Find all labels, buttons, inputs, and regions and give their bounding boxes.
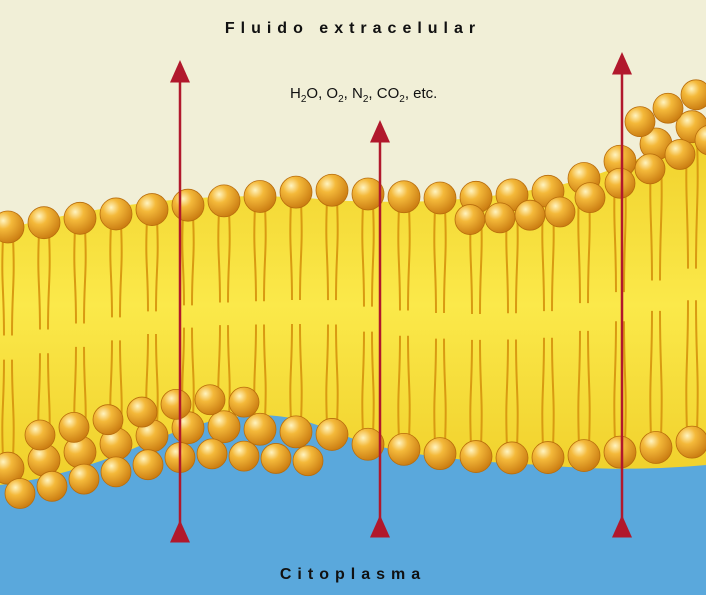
lipid-head	[681, 80, 706, 110]
lipid-head	[64, 202, 96, 234]
lipid-head	[127, 397, 157, 427]
lipid-head	[37, 471, 67, 501]
lipid-head	[676, 426, 706, 458]
molecule-h2o: H2O,	[290, 85, 326, 102]
lipid-head	[280, 176, 312, 208]
lipid-head	[635, 154, 665, 184]
lipid-head	[136, 194, 168, 226]
lipid-head	[604, 436, 636, 468]
lipid-head	[640, 431, 672, 463]
lipid-head	[653, 93, 683, 123]
lipid-head	[101, 457, 131, 487]
molecules-label: H2O, O2, N2, CO2, etc.	[290, 85, 437, 105]
lipid-head	[532, 442, 564, 474]
lipid-head	[293, 446, 323, 476]
lipid-head	[455, 205, 485, 235]
lipid-head	[316, 174, 348, 206]
lipid-head	[161, 389, 191, 419]
lipid-head	[460, 441, 492, 473]
lipid-head	[229, 441, 259, 471]
lipid-head	[59, 412, 89, 442]
lipid-head	[208, 185, 240, 217]
lipid-head	[197, 439, 227, 469]
lipid-head	[244, 413, 276, 445]
lipid-head	[388, 433, 420, 465]
lipid-head	[208, 411, 240, 443]
molecule-co2: CO2, etc.	[377, 85, 438, 102]
lipid-head	[485, 203, 515, 233]
lipid-head	[665, 139, 695, 169]
lipid-head	[424, 438, 456, 470]
lipid-head	[605, 168, 635, 198]
lipid-head	[172, 189, 204, 221]
lipid-head	[515, 200, 545, 230]
lipid-head	[69, 464, 99, 494]
lipid-head	[5, 479, 35, 509]
lipid-head	[625, 107, 655, 137]
lipid-head	[316, 418, 348, 450]
cytoplasm-label: Citoplasma	[0, 566, 706, 584]
lipid-head	[545, 197, 575, 227]
molecule-o2: O2,	[326, 85, 352, 102]
lipid-head	[133, 450, 163, 480]
lipid-head	[195, 385, 225, 415]
lipid-head	[93, 405, 123, 435]
lipid-head	[28, 207, 60, 239]
lipid-head	[280, 416, 312, 448]
lipid-head	[496, 442, 528, 474]
extracellular-label: Fluido extracelular	[0, 20, 706, 38]
lipid-head	[575, 183, 605, 213]
lipid-head	[424, 182, 456, 214]
lipid-head	[100, 198, 132, 230]
lipid-head	[568, 440, 600, 472]
lipid-head	[25, 420, 55, 450]
lipid-head	[261, 443, 291, 473]
lipid-head	[229, 387, 259, 417]
lipid-head	[244, 180, 276, 212]
molecule-n2: N2,	[352, 85, 377, 102]
lipid-head	[388, 181, 420, 213]
